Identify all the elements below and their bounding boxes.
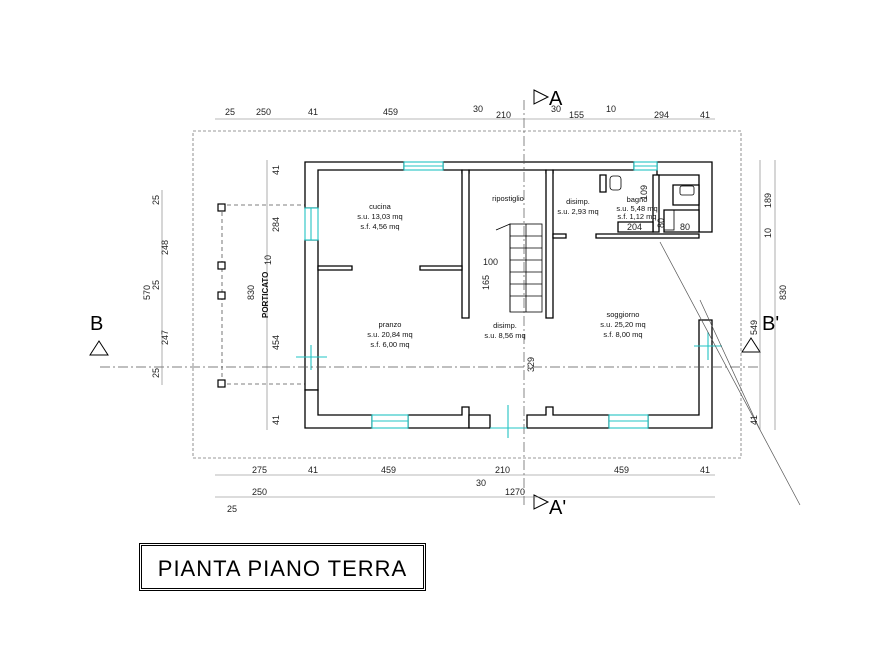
dim-left-4: 570 — [142, 285, 152, 300]
dim-interior-5: 80 — [656, 218, 666, 228]
section-a-bottom-label: A' — [549, 497, 566, 519]
room-soggiorno: soggiorno s.u. 25,20 mq s.f. 8,00 mq — [600, 310, 645, 339]
room-disimp-right: disimp. s.u. 2,93 mq — [557, 197, 598, 216]
dim-right-3: 830 — [778, 285, 788, 300]
dim-bottom-2: 41 — [308, 465, 318, 475]
dim-top-9: 10 — [606, 104, 616, 114]
section-a-top-label: A — [549, 88, 563, 110]
dim-top-5: 30 — [473, 104, 483, 114]
dim-interior-4: 109 — [639, 185, 649, 200]
room-name: ripostiglio — [492, 194, 524, 203]
room-cucina: cucina s.u. 13,03 mq s.f. 4,56 mq — [357, 202, 402, 231]
porch-outline — [220, 204, 305, 385]
windows — [296, 161, 722, 438]
dim-interior-3: 329 — [526, 357, 536, 372]
room-name: soggiorno — [607, 310, 640, 319]
room-su: s.u. 20,84 mq — [367, 330, 412, 339]
dim-top-8: 155 — [569, 110, 584, 120]
dim-bottom-10: 25 — [227, 504, 237, 514]
dim-left-inner-1: 41 — [271, 165, 281, 175]
staircase — [495, 223, 543, 313]
diagonal-line-2 — [699, 299, 761, 431]
dim-bottom-8: 30 — [476, 478, 486, 488]
dim-left-inner-2: 284 — [271, 217, 281, 232]
room-name: pranzo — [379, 320, 402, 329]
dim-interior-7: 204 — [627, 222, 642, 232]
dim-left-6: 25 — [151, 368, 161, 378]
section-b-right-label: B' — [762, 313, 779, 335]
dim-top-1: 25 — [225, 107, 235, 117]
section-a-top-marker — [533, 89, 550, 105]
dim-left-inner-5: 454 — [271, 335, 281, 350]
dim-top-7: 30 — [551, 104, 561, 114]
room-name: cucina — [369, 202, 392, 211]
bathroom-fixtures — [609, 175, 695, 231]
dim-top-4: 459 — [383, 107, 398, 117]
dim-top-6: 210 — [496, 110, 511, 120]
dim-left-inner-4: 830 — [246, 285, 256, 300]
dim-interior-2: 165 — [481, 275, 491, 290]
room-su: s.u. 13,03 mq — [357, 212, 402, 221]
section-a-bottom-marker — [533, 494, 550, 510]
room-sf: s.f. 1,12 mq — [617, 212, 656, 221]
diagonal-line — [659, 241, 801, 506]
room-ripostiglio: ripostiglio — [492, 194, 524, 203]
room-su: s.u. 2,93 mq — [557, 207, 598, 216]
porch-columns — [217, 203, 226, 388]
room-disimp-center: disimp. s.u. 8,56 mq — [484, 321, 525, 340]
dim-left-2: 248 — [160, 240, 170, 255]
dimension-lines — [161, 118, 776, 498]
lot-boundary — [192, 130, 742, 459]
room-sf: s.f. 4,56 mq — [360, 222, 399, 231]
dim-left-1: 25 — [151, 195, 161, 205]
dim-right-4: 549 — [749, 320, 759, 335]
section-b-left-label: B — [90, 313, 103, 335]
section-lines — [100, 100, 760, 505]
dim-left-5: 247 — [160, 330, 170, 345]
dim-interior-1: 100 — [483, 257, 498, 267]
section-b-right-marker — [741, 337, 761, 353]
dim-bottom-9: 1270 — [505, 487, 525, 497]
dim-right-1: 189 — [763, 193, 773, 208]
dim-bottom-1: 275 — [252, 465, 267, 475]
drawing-title: PIANTA PIANO TERRA — [157, 556, 408, 581]
room-bagno: bagno s.u. 5,48 mq s.f. 1,12 mq — [616, 195, 657, 221]
dim-bottom-7: 250 — [252, 487, 267, 497]
dim-top-10: 294 — [654, 110, 669, 120]
drawing-title-box: PIANTA PIANO TERRA — [139, 543, 426, 591]
dim-bottom-4: 210 — [495, 465, 510, 475]
dim-left-3: 25 — [151, 280, 161, 290]
room-sf: s.f. 6,00 mq — [370, 340, 409, 349]
dim-top-2: 250 — [256, 107, 271, 117]
porch-label: PORTICATO — [261, 272, 270, 318]
room-su: s.u. 25,20 mq — [600, 320, 645, 329]
room-su: s.u. 5,48 mq — [616, 204, 657, 213]
room-name: disimp. — [493, 321, 517, 330]
dim-bottom-6: 41 — [700, 465, 710, 475]
dim-top-3: 41 — [308, 107, 318, 117]
dim-bottom-3: 459 — [381, 465, 396, 475]
dim-left-inner-6: 41 — [271, 415, 281, 425]
dim-right-5: 41 — [749, 415, 759, 425]
dim-interior-6: 80 — [680, 222, 690, 232]
room-su: s.u. 8,56 mq — [484, 331, 525, 340]
dim-bottom-5: 459 — [614, 465, 629, 475]
room-name: bagno — [627, 195, 648, 204]
dim-left-inner-3: 10 — [263, 255, 273, 265]
room-sf: s.f. 8,00 mq — [603, 330, 642, 339]
section-b-left-marker — [89, 340, 109, 356]
room-name: disimp. — [566, 197, 590, 206]
dim-right-2: 10 — [763, 228, 773, 238]
room-pranzo: pranzo s.u. 20,84 mq s.f. 6,00 mq — [367, 320, 412, 349]
dim-top-11: 41 — [700, 110, 710, 120]
